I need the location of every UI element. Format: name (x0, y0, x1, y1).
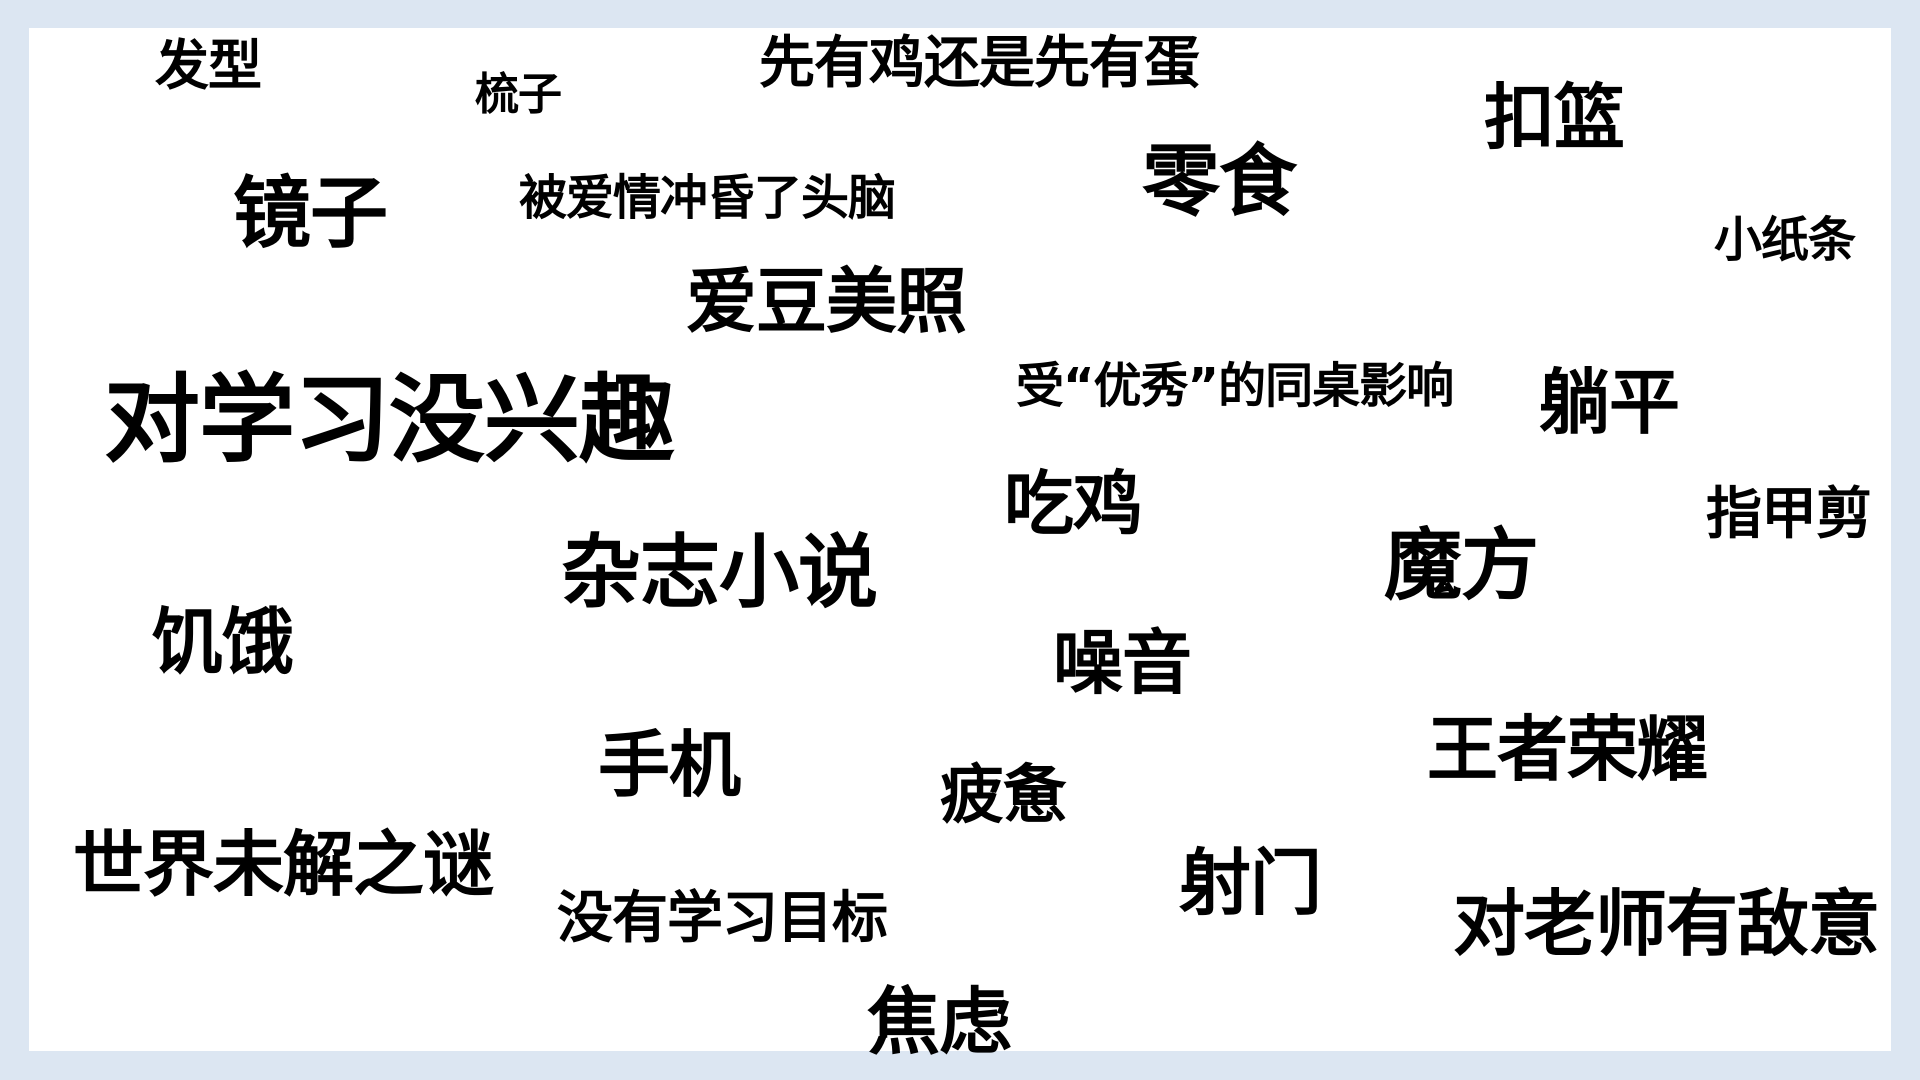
word-hostile-to-teacher: 对老师有敌意 (1453, 882, 1880, 966)
word-chicken-or-egg: 先有鸡还是先有蛋 (759, 31, 1200, 96)
word-rubiks-cube: 魔方 (1384, 521, 1539, 611)
word-anxiety: 焦虑 (867, 980, 1012, 1065)
word-comb: 梳子 (475, 69, 562, 120)
word-honor-of-kings: 王者荣耀 (1427, 708, 1708, 791)
word-phone: 手机 (598, 723, 741, 807)
word-idol-photos: 爱豆美照 (686, 260, 967, 343)
word-hairstyle: 发型 (155, 34, 262, 97)
word-noise: 噪音 (1053, 622, 1192, 704)
word-magazines-novels: 杂志小说 (561, 526, 878, 619)
slide-canvas (29, 28, 1891, 1051)
word-pubg: 吃鸡 (1004, 463, 1143, 545)
word-fatigue: 疲惫 (940, 759, 1067, 833)
word-snacks: 零食 (1142, 137, 1297, 227)
word-mirror: 镜子 (233, 169, 388, 259)
word-love-struck: 被爱情冲昏了头脑 (519, 170, 896, 226)
word-no-interest-in-study: 对学习没兴趣 (104, 364, 675, 476)
word-lying-flat: 躺平 (1539, 361, 1680, 444)
word-deskmate-influence: 受“优秀”的同桌影响 (1016, 358, 1454, 414)
word-dunk: 扣篮 (1484, 76, 1625, 159)
word-hunger: 饥饿 (151, 600, 294, 684)
word-notes: 小纸条 (1714, 212, 1856, 268)
word-nail-clipper: 指甲剪 (1706, 482, 1872, 547)
word-shoot-goal: 射门 (1179, 841, 1322, 925)
word-no-study-goal: 没有学习目标 (557, 886, 888, 951)
word-world-mysteries: 世界未解之谜 (73, 823, 494, 906)
